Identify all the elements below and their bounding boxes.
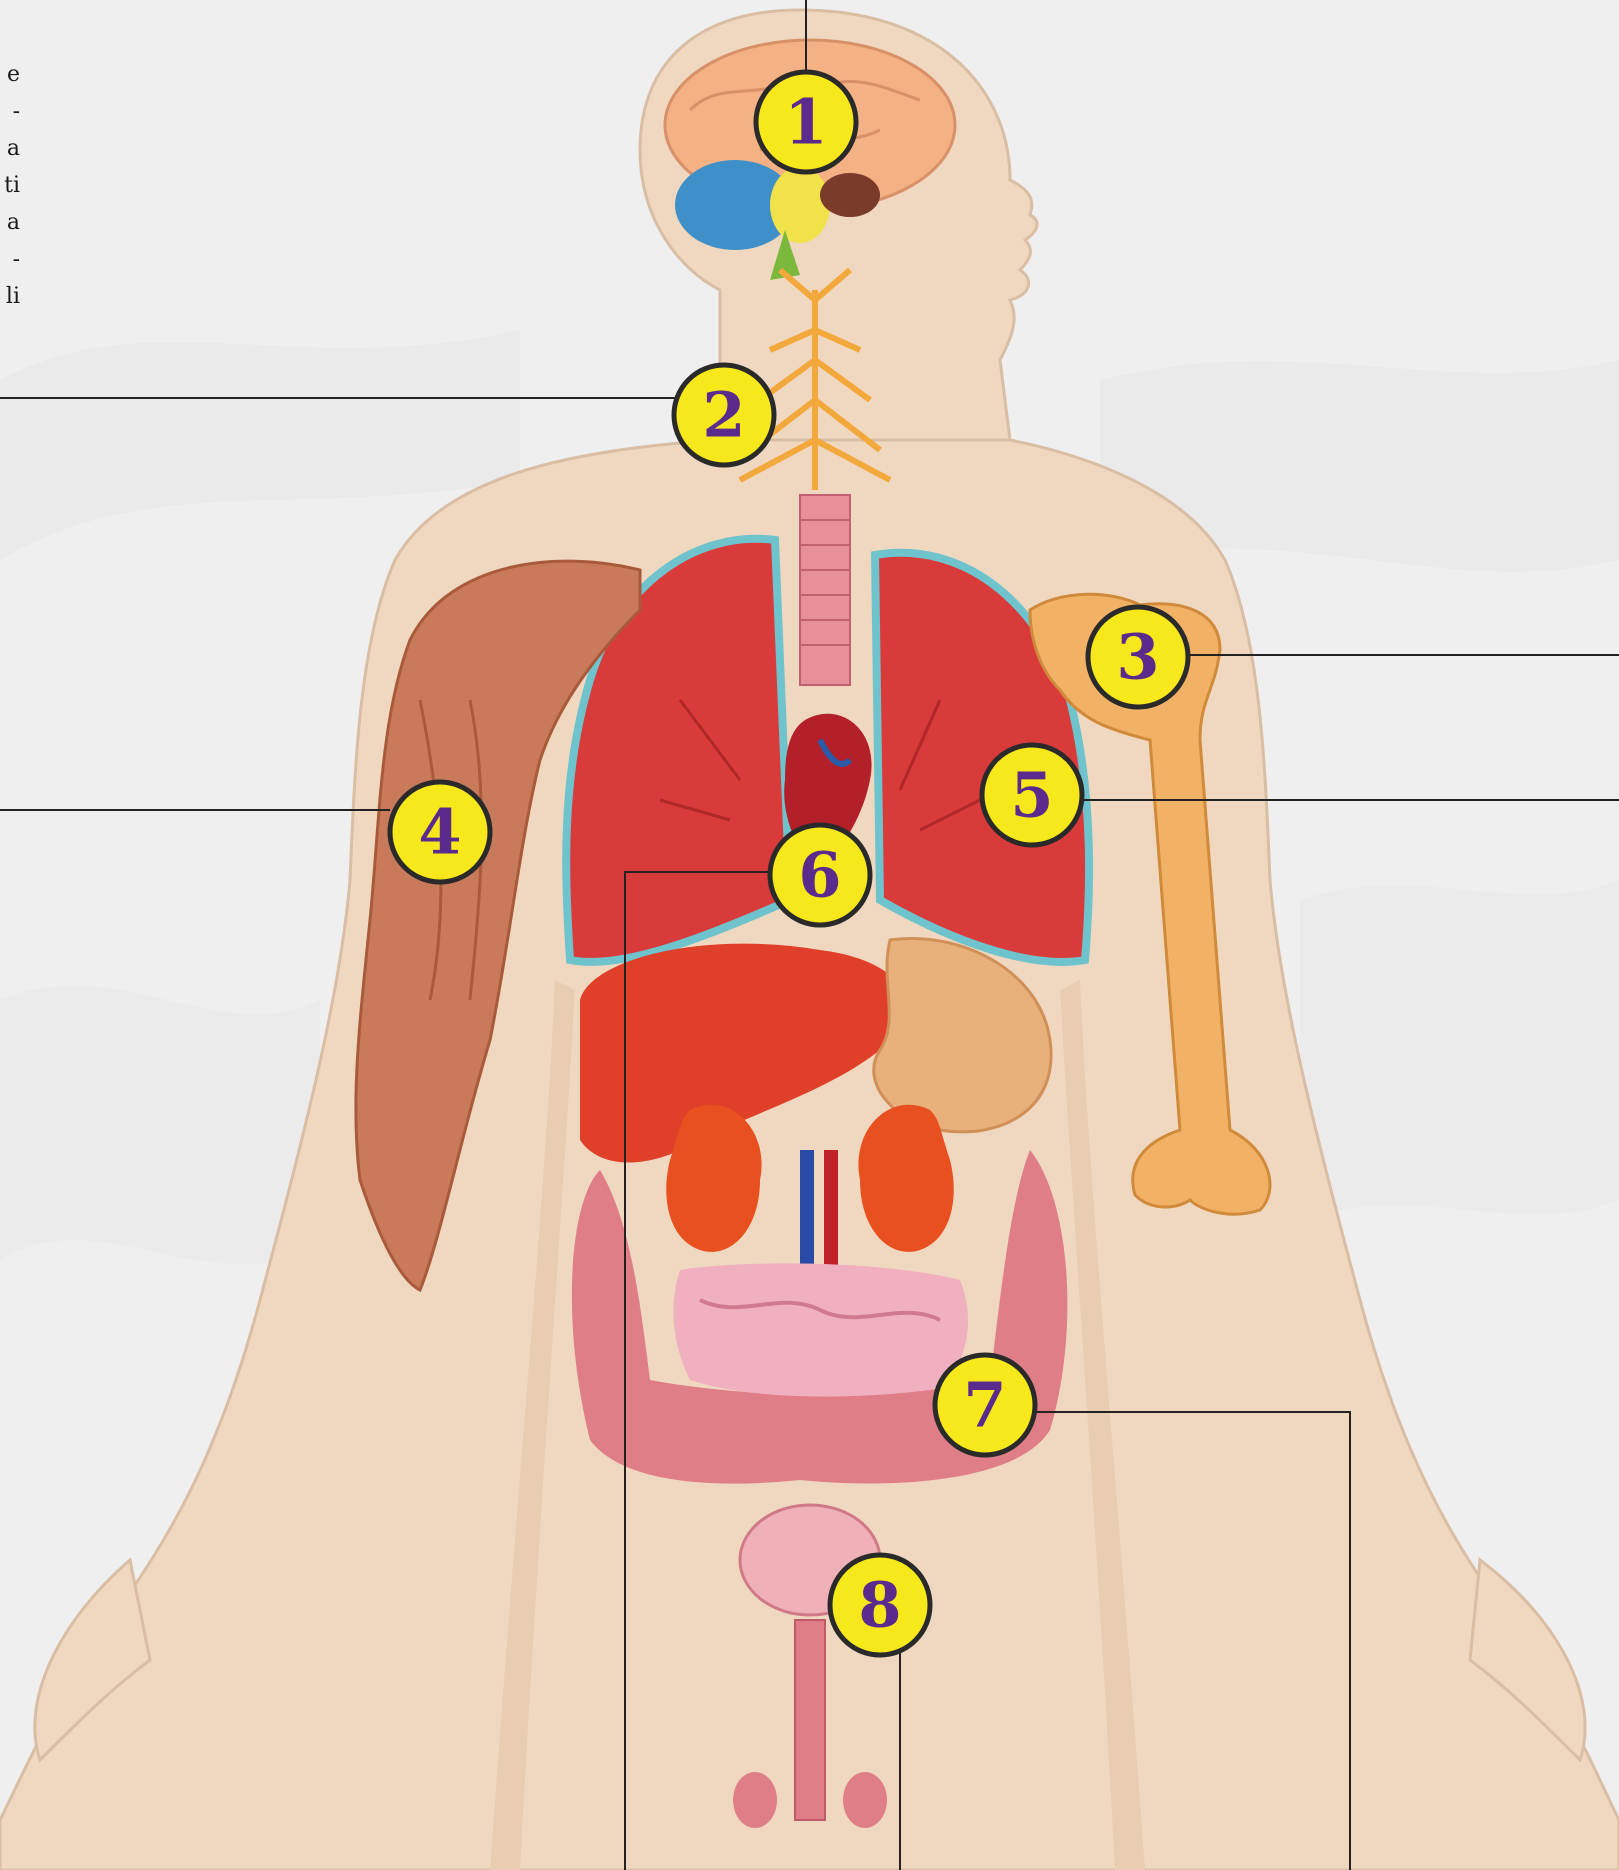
marker-1[interactable]: 1 bbox=[756, 72, 856, 172]
marker-5[interactable]: 5 bbox=[982, 745, 1082, 845]
marker-4[interactable]: 4 bbox=[390, 782, 490, 882]
marker-3[interactable]: 3 bbox=[1088, 607, 1188, 707]
marker-number: 3 bbox=[1116, 621, 1159, 694]
marker-7[interactable]: 7 bbox=[935, 1355, 1035, 1455]
marker-number: 2 bbox=[702, 379, 745, 452]
marker-number: 5 bbox=[1010, 759, 1053, 832]
marker-6[interactable]: 6 bbox=[770, 825, 870, 925]
marker-8[interactable]: 8 bbox=[830, 1555, 930, 1655]
trachea bbox=[800, 495, 850, 685]
marker-number: 8 bbox=[858, 1569, 901, 1642]
marker-2[interactable]: 2 bbox=[674, 365, 774, 465]
marker-number: 7 bbox=[963, 1369, 1006, 1442]
marker-number: 6 bbox=[798, 839, 841, 912]
marker-number: 4 bbox=[418, 796, 461, 869]
marker-number: 1 bbox=[784, 86, 827, 159]
